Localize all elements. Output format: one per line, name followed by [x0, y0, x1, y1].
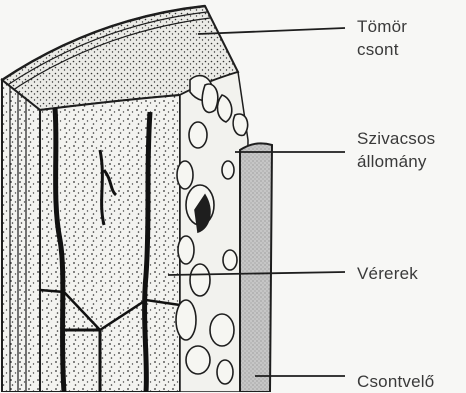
- leader-line-tomor-csont: [198, 28, 345, 34]
- label-vererek: Vérerek: [357, 262, 418, 285]
- label-csontvelo: Csontvelő: [357, 370, 434, 393]
- label-tomor-csont: Tömör csont: [357, 15, 407, 61]
- compact-bone-wall: [2, 80, 40, 392]
- marrow-cavity: [240, 143, 272, 392]
- label-szivacsos-allomany: Szivacsos állomány: [357, 127, 435, 173]
